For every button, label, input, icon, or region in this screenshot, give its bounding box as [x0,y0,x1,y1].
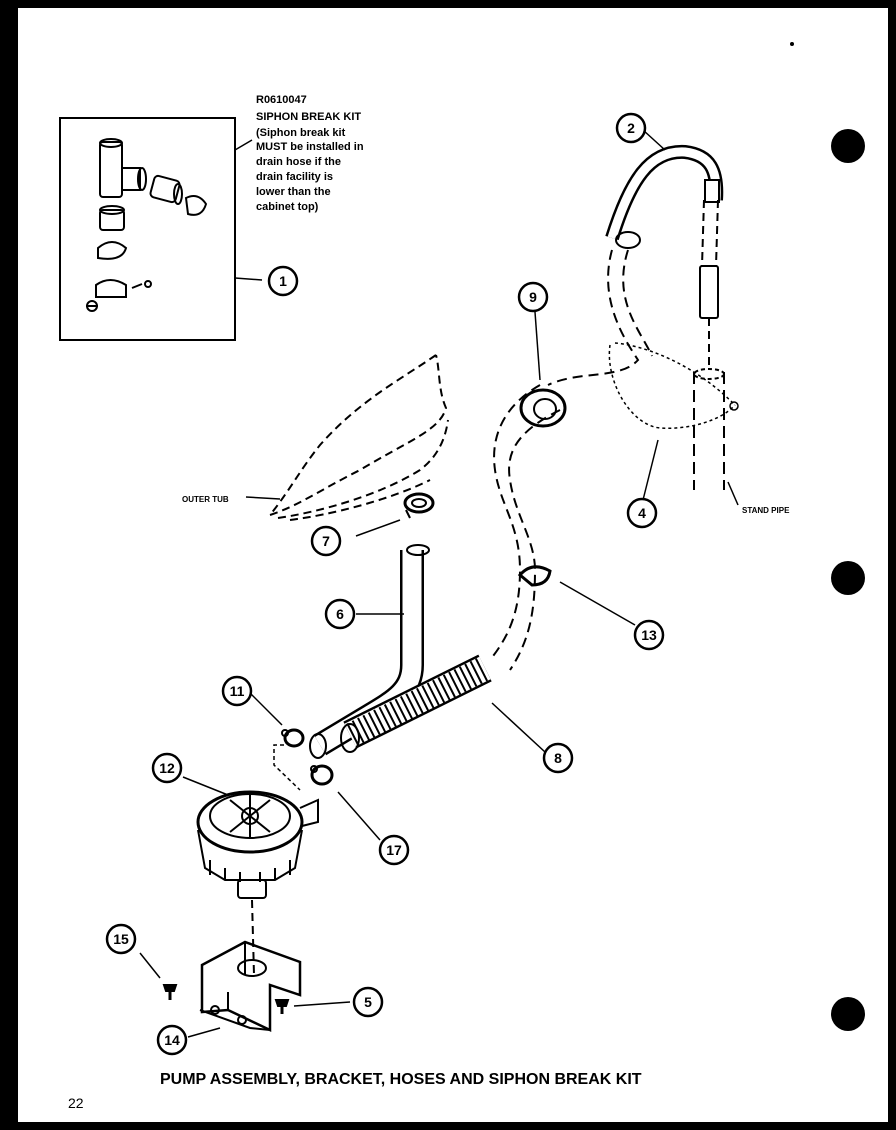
callout-11: 11 [221,675,253,707]
callout-number: 17 [386,842,402,858]
pump-12 [196,790,319,976]
callout-number: 4 [638,505,646,521]
outer-tub-label: OUTER TUB [182,495,229,504]
stand-pipe-label: STAND PIPE [742,506,790,515]
callout-circle [156,1024,188,1056]
diagram-title: PUMP ASSEMBLY, BRACKET, HOSES AND SIPHON… [160,1071,642,1088]
clamp-17 [310,764,334,786]
kit-part-number: R0610047 [256,94,307,106]
clamp-7 [403,492,435,519]
callout-circle [267,265,299,297]
callout-number: 5 [364,994,372,1010]
callout-circle [633,619,665,651]
callout-4: 4 [626,497,658,529]
kit-line: lower than the [256,186,331,198]
callout-6: 6 [324,598,356,630]
clamp-13 [517,565,552,587]
callout-number: 1 [279,273,287,289]
callout-14: 14 [156,1024,188,1056]
callout-circle [352,986,384,1018]
hose-8 [340,654,492,753]
callout-number: 15 [113,931,129,947]
callout-17: 17 [378,834,410,866]
screw-5 [274,999,290,1014]
callout-number: 14 [164,1032,180,1048]
callout-number: 7 [322,533,330,549]
leader-lines [139,129,739,1038]
callout-number: 12 [159,760,175,776]
callout-circle [310,525,342,557]
kit-parts [86,138,208,312]
callout-circle [517,281,549,313]
callout-12: 12 [151,752,183,784]
hose-2 [605,144,724,370]
callout-number: 8 [554,750,562,766]
callout-circle [542,742,574,774]
callout-circle [615,112,647,144]
clamp-11 [281,728,305,748]
callout-circle [378,834,410,866]
page-number: 22 [68,1095,84,1111]
callout-8: 8 [542,742,574,774]
chain-4 [608,342,739,429]
callout-circle [151,752,183,784]
callout-circle [221,675,253,707]
callout-15: 15 [105,923,137,955]
callout-9: 9 [517,281,549,313]
kit-box [59,117,236,341]
callout-number: 13 [641,627,657,643]
callout-number: 2 [627,120,635,136]
callout-2: 2 [615,112,647,144]
callout-1: 1 [267,265,299,297]
kit-line: cabinet top) [256,201,319,213]
callout-number: 9 [529,289,537,305]
kit-line: drain facility is [256,171,333,183]
kit-line: drain hose if the [256,156,341,168]
callout-7: 7 [310,525,342,557]
callout-number: 6 [336,606,344,622]
drain-hose-outline [489,249,653,671]
collar-9 [519,388,567,428]
outer-tub [269,354,449,521]
diagram-sheet [18,8,888,1122]
callout-13: 13 [633,619,665,651]
callout-circle [324,598,356,630]
callout-circle [626,497,658,529]
screw-15 [162,984,178,1000]
stand-pipe [693,368,725,490]
kit-line: MUST be installed in [256,141,364,153]
kit-line: (Siphon break kit [256,127,346,139]
callout-5: 5 [352,986,384,1018]
callout-number: 11 [230,683,245,699]
kit-line: SIPHON BREAK KIT [256,111,361,123]
callout-circle [105,923,137,955]
bracket-14 [199,940,302,1032]
punch-holes [831,129,865,1031]
